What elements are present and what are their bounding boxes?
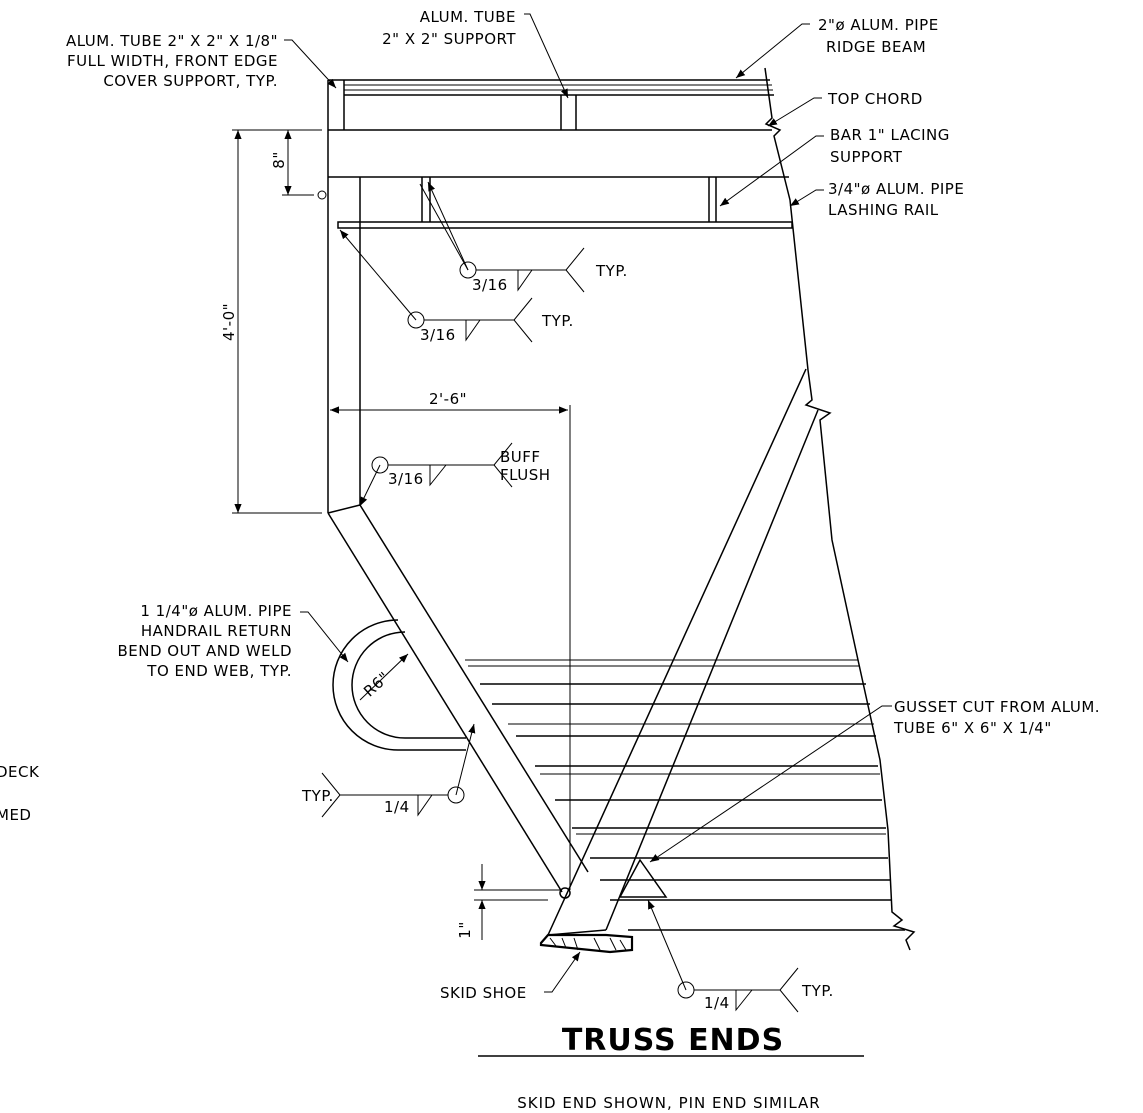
label-tube-support: ALUM. TUBE 2" X 2" SUPPORT	[382, 8, 516, 48]
dimension-height-text: 4'-0"	[220, 303, 238, 341]
label-handrail-line4: TO END WEB, TYP.	[146, 662, 292, 680]
weld-4-size: 1/4	[384, 798, 410, 816]
dimension-height	[232, 129, 322, 514]
main-diagonal	[547, 368, 819, 936]
dimension-shoe-gap-text: 1"	[456, 921, 474, 938]
label-lacing-line1: BAR 1" LACING	[830, 126, 950, 144]
weld-2-note: TYP.	[541, 312, 574, 330]
label-lashing-rail: 3/4"ø ALUM. PIPE LASHING RAIL	[828, 180, 964, 219]
weld-1-note: TYP.	[595, 262, 628, 280]
weld-symbol-3	[359, 442, 513, 507]
label-gusset: GUSSET CUT FROM ALUM. TUBE 6" X 6" X 1/4…	[893, 698, 1100, 737]
tube-support-post	[560, 95, 577, 130]
skid-shoe	[539, 933, 634, 954]
label-cover-support-line3: COVER SUPPORT, TYP.	[103, 72, 278, 90]
top-chord	[328, 129, 789, 178]
cover-support-tube	[327, 80, 345, 130]
weld-symbol-1	[419, 181, 585, 293]
dimension-radius	[359, 653, 409, 701]
label-top-chord: TOP CHORD	[827, 90, 923, 108]
lashing-rail	[337, 221, 793, 229]
gusset-plate	[618, 858, 668, 898]
label-lacing-support: BAR 1" LACING SUPPORT	[830, 126, 950, 166]
callout-leaders	[284, 13, 892, 993]
label-skid-shoe: SKID SHOE	[440, 984, 527, 1002]
drawing-subtitle: SKID END SHOWN, PIN END SIMILAR	[517, 1094, 820, 1112]
weld-5-note: TYP.	[801, 982, 834, 1000]
label-lashing-line1: 3/4"ø ALUM. PIPE	[828, 180, 964, 198]
pin-circle	[559, 887, 571, 899]
label-cover-support-line2: FULL WIDTH, FRONT EDGE	[67, 52, 278, 70]
dimension-width-text: 2'-6"	[429, 390, 467, 408]
weld-3-size: 3/16	[388, 470, 424, 488]
label-cover-support: ALUM. TUBE 2" X 2" X 1/8" FULL WIDTH, FR…	[66, 32, 278, 90]
label-cut-off-1: DECK	[0, 763, 40, 781]
label-ridge-beam-line2: RIDGE BEAM	[826, 38, 926, 56]
lashing-eye	[317, 190, 327, 200]
label-handrail-line2: HANDRAIL RETURN	[141, 622, 292, 640]
deck-planks	[465, 659, 905, 931]
handrail-return	[332, 619, 466, 751]
dimension-shoe-gap	[474, 864, 562, 940]
weld-symbol-2	[339, 229, 533, 343]
truss-structure	[317, 67, 916, 954]
label-tube-support-line2: 2" X 2" SUPPORT	[382, 30, 516, 48]
weld-3-note-line2: FLUSH	[500, 466, 551, 484]
label-ridge-beam-line1: 2"ø ALUM. PIPE	[818, 16, 939, 34]
label-ridge-beam: 2"ø ALUM. PIPE RIDGE BEAM	[818, 16, 939, 56]
end-web	[327, 504, 589, 893]
label-tube-support-line1: ALUM. TUBE	[420, 8, 516, 26]
label-gusset-line1: GUSSET CUT FROM ALUM.	[894, 698, 1100, 716]
end-post	[327, 130, 361, 513]
dimension-width	[330, 405, 571, 890]
label-gusset-line2: TUBE 6" X 6" X 1/4"	[893, 719, 1052, 737]
drawing-title: TRUSS ENDS	[562, 1023, 784, 1058]
label-lacing-line2: SUPPORT	[830, 148, 903, 166]
label-handrail-return: 1 1/4"ø ALUM. PIPE HANDRAIL RETURN BEND …	[117, 602, 292, 680]
dimension-offset	[282, 130, 314, 196]
weld-1-size: 3/16	[472, 276, 508, 294]
weld-5-size: 1/4	[704, 994, 730, 1012]
label-lashing-line2: LASHING RAIL	[828, 201, 939, 219]
label-cover-support-line1: ALUM. TUBE 2" X 2" X 1/8"	[66, 32, 278, 50]
weld-symbol-5	[647, 899, 799, 1013]
label-cut-off-2: MED	[0, 806, 31, 824]
weld-3-note-line1: BUFF	[500, 448, 541, 466]
label-handrail-line1: 1 1/4"ø ALUM. PIPE	[140, 602, 292, 620]
ridge-beam	[328, 79, 774, 96]
dimension-offset-text: 8"	[270, 151, 288, 168]
label-handrail-line3: BEND OUT AND WELD	[117, 642, 292, 660]
right-break-line	[764, 67, 916, 951]
weld-symbol-4	[321, 723, 476, 818]
weld-2-size: 3/16	[420, 326, 456, 344]
lacing-bars	[421, 177, 717, 222]
weld-4-note: TYP.	[301, 787, 334, 805]
